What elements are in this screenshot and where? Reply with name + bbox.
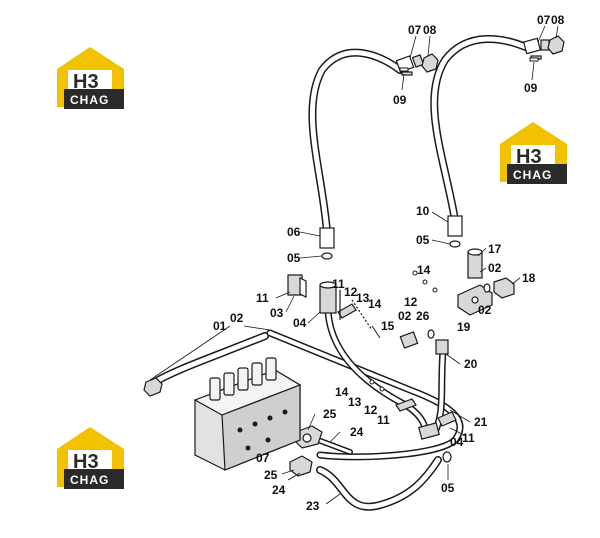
callout-06: 06: [287, 225, 301, 239]
fitting-07-08-right: [522, 35, 565, 60]
pin-09-left: [399, 67, 409, 72]
fittings: [143, 35, 565, 477]
clamp-top: [337, 290, 373, 331]
callout-02-15: 02: [398, 309, 412, 323]
callout-09-top-right: 09: [524, 81, 538, 95]
logo-wordmark: CHAG: [70, 93, 109, 107]
control-valve: [193, 357, 302, 471]
callout-02-19: 02: [478, 303, 492, 317]
o-ring-05-bottom: [442, 451, 452, 463]
brand-logo-top-left: H3 CHAG: [57, 47, 124, 109]
callout-02-01: 02: [230, 311, 244, 325]
callout-13-mid: 13: [348, 395, 362, 409]
callout-14-mid: 14: [335, 385, 349, 399]
callout-labels: 07 08 09 07 08 09 06 05 10 05 17 02 18 1…: [213, 13, 565, 513]
brand-logo-mid-right: H3 CHAG: [500, 122, 567, 184]
callout-20: 20: [464, 357, 478, 371]
callout-26: 26: [416, 309, 430, 323]
callout-08-top-right: 08: [551, 13, 565, 27]
callout-12-mid: 12: [364, 403, 378, 417]
hose-01: [151, 332, 269, 386]
callout-05-bottom: 05: [441, 481, 455, 495]
elbow-18: [493, 277, 515, 299]
brand-logo-bottom-left: H3 CHAG: [57, 427, 124, 489]
hoses: [151, 34, 532, 511]
pipe-21: [266, 329, 464, 461]
callout-04-top: 04: [293, 316, 307, 330]
fitting-20: [435, 339, 449, 355]
callout-09-top-left: 09: [393, 93, 407, 107]
callout-07-bottom: 07: [256, 451, 270, 465]
callout-18: 18: [522, 271, 536, 285]
bolt-14-top: [371, 325, 381, 339]
callout-23: 23: [306, 499, 320, 513]
callout-15: 15: [381, 319, 395, 333]
o-ring-05-left: [321, 252, 333, 260]
adapter-04: [319, 281, 337, 314]
callout-14-clamp: 14: [368, 297, 382, 311]
callout-10: 10: [416, 204, 430, 218]
logo-wordmark: CHAG: [70, 473, 109, 487]
callout-12-right: 12: [404, 295, 418, 309]
pipe-04: [324, 306, 429, 436]
valve-block-19: [457, 248, 493, 316]
callout-01: 01: [213, 319, 227, 333]
svg-text:CHAG: CHAG: [70, 93, 109, 107]
fitting-15: [399, 329, 435, 349]
hose-06: [308, 48, 404, 236]
callout-11-top: 11: [256, 291, 269, 305]
callout-11-clamp: 11: [332, 277, 345, 291]
logo-mark: H3: [73, 71, 99, 93]
callout-11-mid: 11: [377, 413, 390, 427]
callout-07-top-right: 07: [537, 13, 551, 27]
logo-wordmark: CHAG: [513, 168, 552, 182]
callout-25-top: 25: [323, 407, 337, 421]
callout-17: 17: [488, 242, 502, 256]
callout-25-bottom: 25: [264, 468, 278, 482]
hose-23: [316, 456, 442, 511]
o-ring-05-right: [449, 240, 461, 248]
bracket-03: [287, 274, 307, 298]
clamp-mid: [395, 398, 417, 412]
fitting-07-08-left: [395, 53, 439, 76]
callout-24-bottom: 24: [272, 483, 286, 497]
callout-02-valve: 02: [488, 261, 502, 275]
small-hardware: [287, 57, 539, 481]
fitting-04-11-bottom: [418, 411, 457, 440]
pipe-24: [315, 437, 353, 455]
callout-14-right: 14: [417, 263, 431, 277]
bolt-24: [287, 472, 301, 481]
leader-lines: [149, 25, 559, 505]
callout-08-top-left: 08: [423, 23, 437, 37]
svg-text:CHAG: CHAG: [513, 168, 552, 182]
hose-20: [431, 346, 447, 436]
washer-14: [412, 270, 418, 276]
svg-text:CHAG: CHAG: [70, 473, 109, 487]
callout-21: 21: [474, 415, 488, 429]
washer-14-mid: [369, 379, 375, 385]
callout-04-bottom: 04: [450, 435, 464, 449]
hose-10: [430, 34, 532, 224]
callout-19: 19: [457, 320, 471, 334]
callout-13-clamp: 13: [356, 291, 370, 305]
callout-07-top-left: 07: [408, 23, 422, 37]
callout-03: 03: [270, 306, 284, 320]
callout-05-right: 05: [416, 233, 430, 247]
callout-12-clamp: 12: [344, 285, 358, 299]
fitting-10: [447, 215, 463, 237]
pin-09-right: [529, 57, 539, 62]
fitting-25-lower: [289, 455, 313, 477]
svg-text:H3: H3: [73, 71, 99, 93]
fitting-01-end: [143, 377, 163, 397]
svg-text:H3: H3: [73, 451, 99, 473]
callout-24-top: 24: [350, 425, 364, 439]
callout-11-bottom: 11: [462, 431, 475, 445]
svg-text:H3: H3: [516, 146, 542, 168]
fitting-06: [319, 227, 335, 249]
logo-mark: H3: [516, 146, 542, 168]
callout-05-left: 05: [287, 251, 301, 265]
logo-mark: H3: [73, 451, 99, 473]
